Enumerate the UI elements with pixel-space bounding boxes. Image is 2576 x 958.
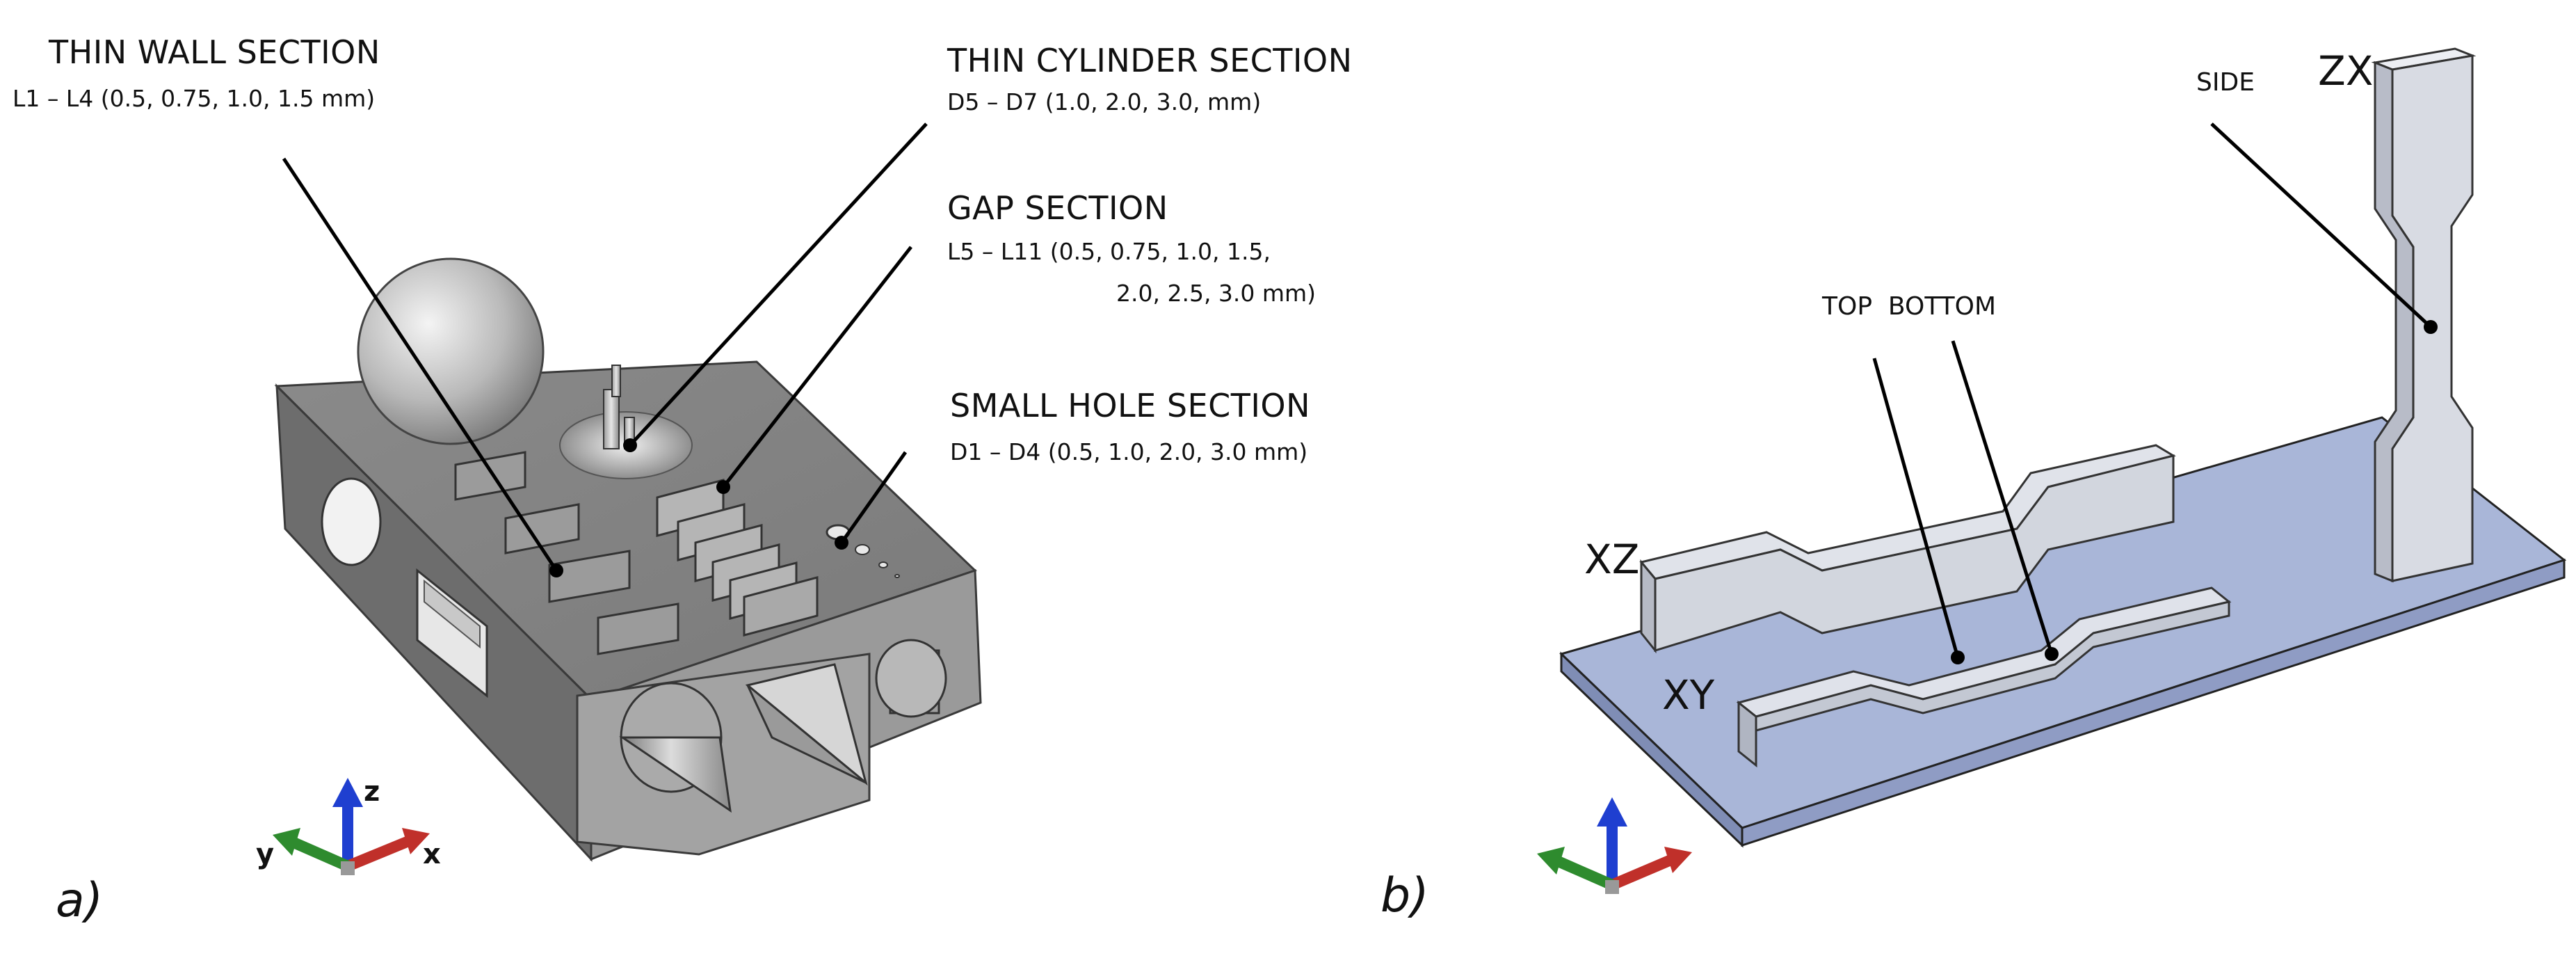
specimen-zx [2371,47,2477,583]
axis-z-label-a: z [364,776,380,808]
gap-fins [656,479,819,637]
small-hole-title: SMALL HOLE SECTION [950,387,1311,424]
axis-x-label-a: x [423,838,441,870]
zx-label: ZX [2318,47,2374,95]
gap-title: GAP SECTION [947,189,1168,227]
side-hole [321,477,382,566]
axis-y-label-a: y [256,838,275,870]
cones [619,663,868,813]
axis-triad-b [1537,797,1692,894]
specimen-xy [1736,586,2232,768]
gap-detail-line1: L5 – L11 (0.5, 0.75, 1.0, 1.5, [947,238,1271,265]
thin-cylinder-title: THIN CYLINDER SECTION [947,42,1353,79]
thin-walls [454,451,679,655]
gap-detail-line2: 2.0, 2.5, 3.0 mm) [1116,280,1317,307]
panel-b-leader-dots [1951,320,2438,664]
specimen-xz [1639,444,2176,654]
xy-label: XY [1662,671,1715,719]
build-plate [1559,416,2567,848]
panel-a-leader-dots [549,438,848,577]
panel-b-leader-lines [1872,122,2432,658]
panel-b-letter: b) [1380,868,1429,923]
panel-a-leader-lines [282,122,928,572]
test-part [274,257,982,862]
small-hole-detail: D1 – D4 (0.5, 1.0, 2.0, 3.0 mm) [950,438,1308,465]
sphere [357,257,545,445]
top-bottom-label: TOP BOTTOM [1822,292,1997,321]
thin-wall-detail: L1 – L4 (0.5, 0.75, 1.0, 1.5 mm) [13,85,376,112]
panel-a-letter: a) [56,873,104,928]
cylinder-boss [875,639,947,718]
side-label: SIDE [2196,68,2255,97]
thin-wall-title: THIN WALL SECTION [49,33,380,71]
axis-triad-a [273,778,430,875]
xz-label: XZ [1584,536,1640,583]
thin-cylinder-detail: D5 – D7 (1.0, 2.0, 3.0, mm) [947,88,1262,115]
